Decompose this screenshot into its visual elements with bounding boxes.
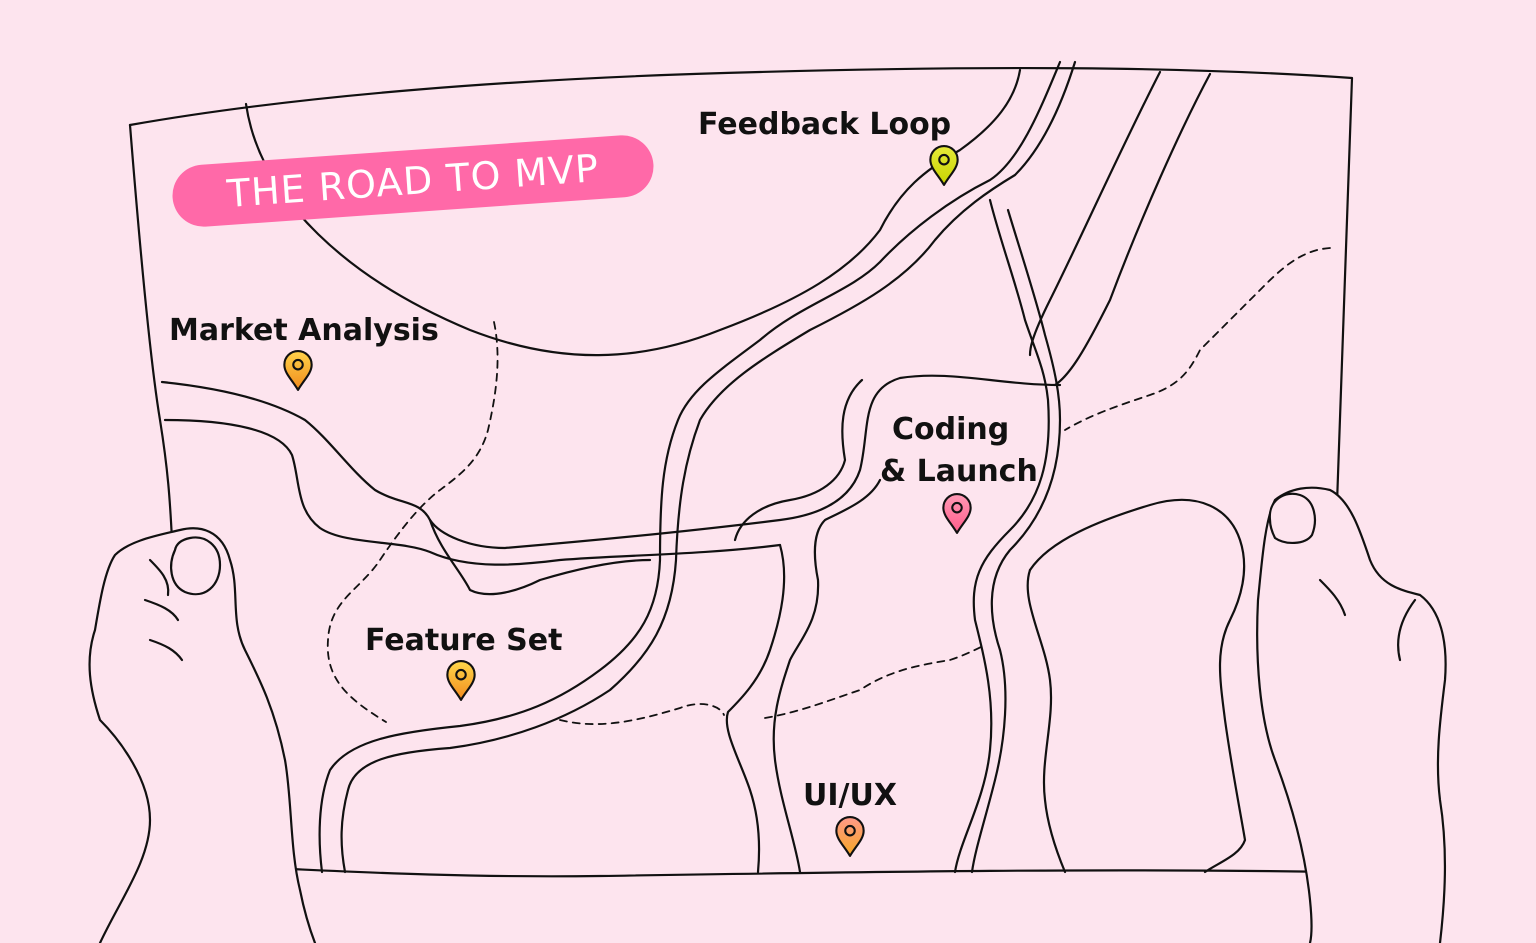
feature-set-label: Feature Set <box>365 623 563 658</box>
coding-label-line1: Coding <box>892 412 1010 447</box>
map-paper <box>128 60 1354 878</box>
dashed-trails <box>326 247 1331 725</box>
ui-ux-label: UI/UX <box>803 778 897 813</box>
feedback-loop-label: Feedback Loop <box>698 107 952 142</box>
hands <box>88 486 1447 943</box>
market-analysis-label: Market Analysis <box>169 313 439 348</box>
coding-label-line2: & Launch <box>880 454 1038 489</box>
